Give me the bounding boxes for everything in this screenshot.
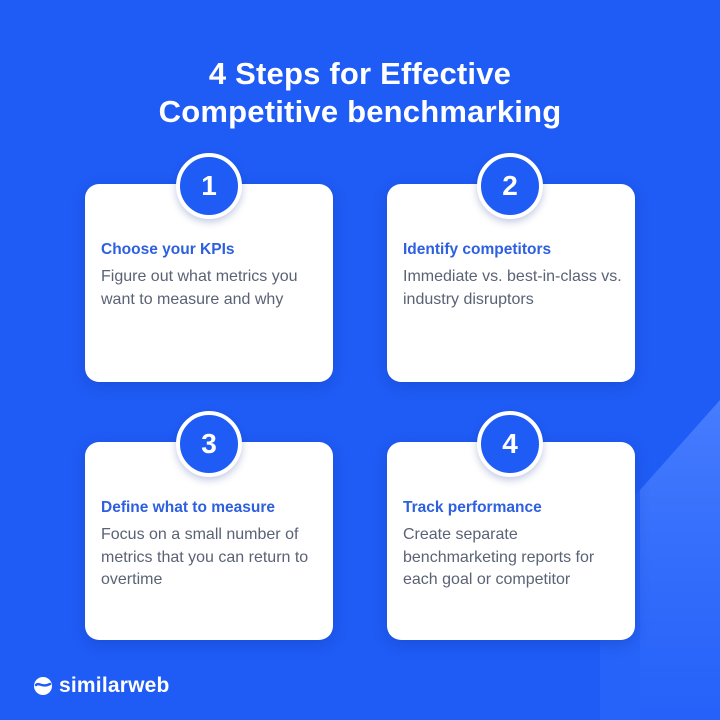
brand-name: similarweb bbox=[59, 674, 170, 697]
step-description: Figure out what metrics you want to meas… bbox=[101, 268, 298, 308]
step-title: Define what to measure bbox=[101, 499, 275, 516]
step-number-badge-3: 3 bbox=[176, 411, 242, 477]
title-line-2: Competitive benchmarking bbox=[158, 94, 562, 129]
step-description: Focus on a small number of metrics that … bbox=[101, 526, 309, 588]
step-title: Choose your KPIs bbox=[101, 241, 235, 258]
step-number-badge-4: 4 bbox=[477, 411, 543, 477]
step-number-badge-2: 2 bbox=[477, 153, 543, 219]
step-description: Immediate vs. best-in-class vs. industry… bbox=[403, 268, 622, 308]
page-title: 4 Steps for Effective Competitive benchm… bbox=[0, 55, 720, 131]
similarweb-logo-icon bbox=[34, 677, 52, 695]
step-title: Track performance bbox=[403, 499, 542, 516]
step-description: Create separate benchmarketing reports f… bbox=[403, 526, 595, 588]
step-title: Identify competitors bbox=[403, 241, 552, 258]
brand-logo: similarweb bbox=[33, 674, 170, 698]
title-line-1: 4 Steps for Effective bbox=[208, 56, 512, 91]
step-number-badge-1: 1 bbox=[176, 153, 242, 219]
